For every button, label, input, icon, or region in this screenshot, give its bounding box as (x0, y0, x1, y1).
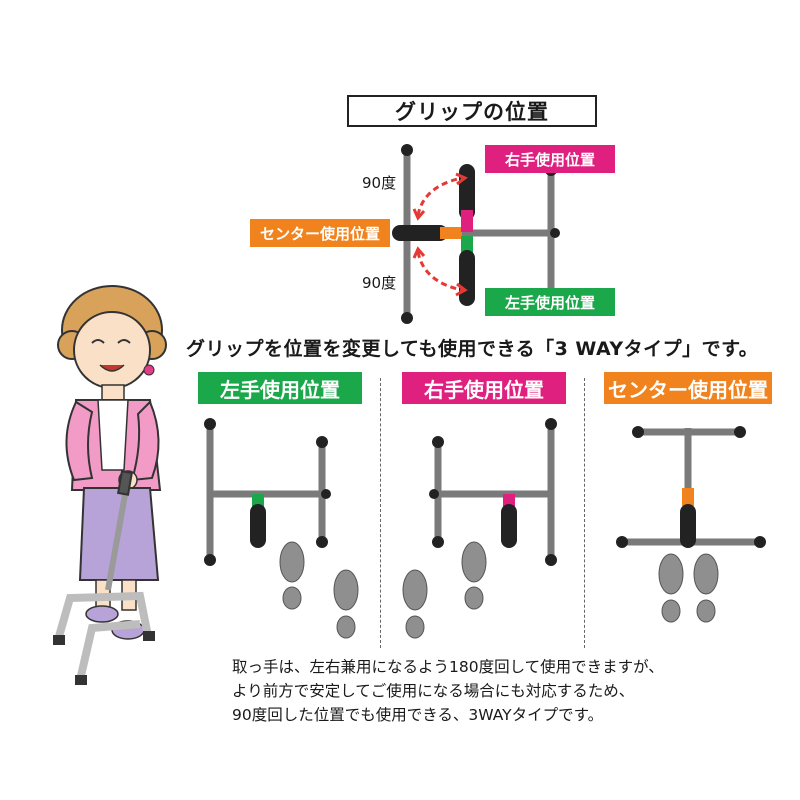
angle-label-bottom: 90度 (362, 274, 397, 292)
tag-center: センター使用位置 (250, 219, 390, 247)
section-title: グリップの位置 (347, 95, 597, 127)
panel-divider (380, 378, 381, 648)
subtitle: グリップを位置を変更しても使用できる「3 WAYタイプ」です。 (186, 338, 759, 360)
panel-heading-right-hand: 右手使用位置 (402, 372, 566, 404)
caption-line: 90度回した位置でも使用できる、3WAYタイプです。 (232, 706, 604, 724)
caption-line: より前方で安定してご使用になる場合にも対応するため、 (232, 682, 635, 700)
caption: 取っ手は、左右兼用になるよう180度回して使用できますが、 より前方で安定してご… (232, 655, 752, 727)
top-grip-diagram (392, 144, 560, 324)
panel-right-hand-diagram (429, 418, 557, 566)
tag-left-hand: 左手使用位置 (485, 288, 615, 316)
footprints (279, 541, 719, 639)
caption-line: 取っ手は、左右兼用になるよう180度回して使用できますが、 (232, 658, 664, 676)
panel-heading-center: センター使用位置 (604, 372, 772, 404)
panel-divider (584, 378, 585, 648)
tag-right-hand: 右手使用位置 (485, 145, 615, 173)
panel-heading-left-hand: 左手使用位置 (198, 372, 362, 404)
panel-center-diagram (616, 426, 766, 548)
woman-illustration (57, 285, 167, 640)
quad-cane-illustration (53, 470, 155, 685)
angle-label-top: 90度 (362, 174, 397, 192)
panel-left-hand-diagram (204, 418, 331, 566)
